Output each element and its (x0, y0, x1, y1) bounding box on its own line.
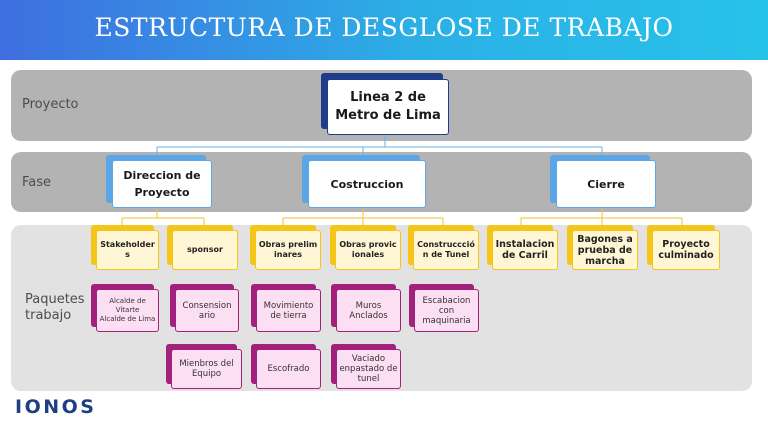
page-title: ESTRUCTURA DE DESGLOSE DE TRABAJO (94, 13, 674, 42)
package-label: Obras provicionales (339, 240, 397, 259)
task-escabacion: Escabacion con maquinaria (414, 289, 479, 332)
task-stakeholders: Alcalde de Vitarte Alcalde de Lima (96, 289, 159, 332)
package-label: Stakeholders (100, 240, 155, 259)
package-sponsor: sponsor (172, 230, 238, 270)
phase-costruccion: Costruccion (308, 160, 426, 208)
task-escofrado: Escofrado (256, 349, 321, 389)
task-label: Alcalde de Lima (99, 315, 156, 323)
package-construccion-tunel: Construccción de Tunel (413, 230, 479, 270)
title-banner: ESTRUCTURA DE DESGLOSE DE TRABAJO (0, 0, 768, 60)
package-instalacion-carril: Instalacion de Carril (492, 230, 558, 270)
root-node: Linea 2 de Metro de Lima (327, 79, 449, 135)
level-label-proyecto: Proyecto (22, 97, 79, 112)
package-obras-preliminares: Obras preliminares (255, 230, 321, 270)
package-label: Obras preliminares (258, 240, 318, 259)
package-obras-provicionales: Obras provicionales (335, 230, 401, 270)
level-label-paquetes: Paquetes trabajo (25, 292, 85, 323)
phase-label: Costruccion (330, 177, 404, 191)
package-label: Proyecto culminado (658, 239, 714, 261)
task-miembros: Mienbros del Equipo (171, 349, 242, 389)
phase-label: Cierre (587, 177, 625, 191)
task-consension: Consension ario (175, 289, 239, 332)
task-muros: Muros Anclados (336, 289, 401, 332)
task-vaciado: Vaciado enpastado de tunel (336, 349, 401, 389)
task-label: Alcalde de Vitarte (109, 297, 146, 314)
task-label: Escabacion con maquinaria (422, 295, 471, 326)
package-label: Bagones a prueba de marcha (577, 233, 633, 267)
phase-direccion: Direccion de Proyecto (112, 160, 212, 208)
brand-logo: IONOS (15, 396, 97, 418)
task-label: Movimiento de tierra (263, 300, 314, 321)
package-label: sponsor (187, 245, 223, 254)
package-bagones-prueba: Bagones a prueba de marcha (572, 230, 638, 270)
task-label: Vaciado enpastado de tunel (339, 354, 398, 384)
package-label: Instalacion de Carril (495, 239, 555, 261)
phase-cierre: Cierre (556, 160, 656, 208)
level-label-fase: Fase (22, 175, 52, 190)
phase-label: Direccion de Proyecto (123, 169, 201, 199)
package-label: Construccción de Tunel (417, 240, 475, 259)
task-label: Mienbros del Equipo (179, 359, 234, 379)
root-label: Linea 2 de Metro de Lima (335, 90, 441, 123)
task-movimiento: Movimiento de tierra (256, 289, 321, 332)
task-label: Muros Anclados (349, 300, 388, 321)
package-stakeholders: Stakeholders (96, 230, 159, 270)
package-proyecto-culminado: Proyecto culminado (652, 230, 720, 270)
task-label: Escofrado (267, 364, 310, 374)
task-label: Consension ario (182, 300, 232, 321)
